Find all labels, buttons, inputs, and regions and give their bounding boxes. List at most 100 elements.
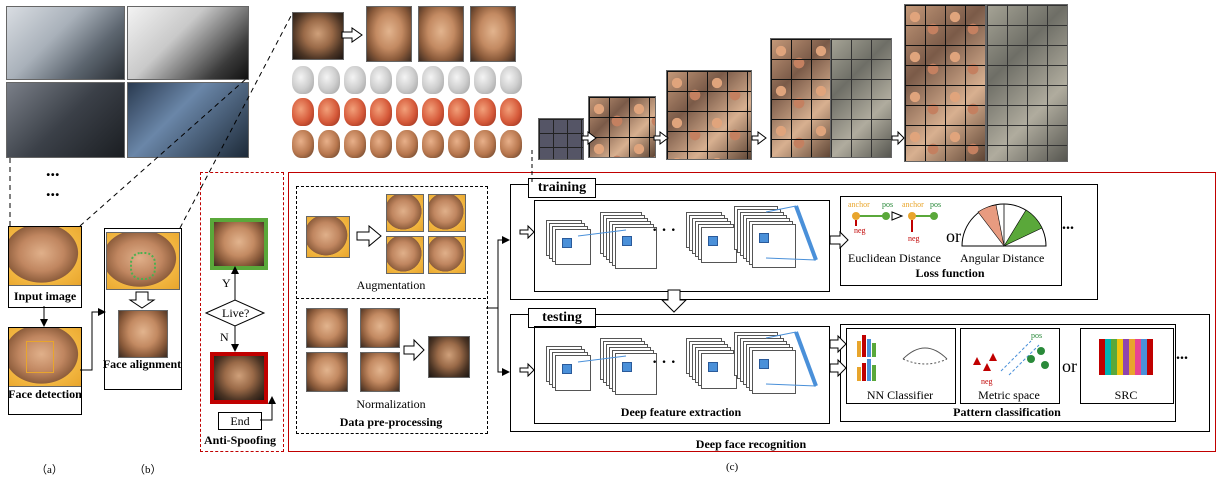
norm-photo-2 <box>360 308 400 348</box>
src-cell <box>1117 363 1123 369</box>
training-frame <box>510 184 1098 300</box>
ellipsis-2: ... <box>46 180 60 200</box>
src-cell <box>1129 351 1135 357</box>
src-cell <box>1099 339 1105 345</box>
face-model-red3d <box>318 98 340 126</box>
src-cell <box>1111 345 1117 351</box>
src-cell <box>1147 357 1153 363</box>
metric-space-panel: pos neg <box>960 328 1060 404</box>
no-label: N <box>220 330 229 344</box>
testing-title: testing <box>528 308 596 328</box>
face-model-red3d <box>370 98 392 126</box>
src-cell <box>1147 351 1153 357</box>
src-cell <box>1147 369 1153 375</box>
src-cell <box>1123 369 1129 375</box>
face-model-gray3d <box>500 66 522 94</box>
face-model-gray3d <box>396 66 418 94</box>
feature-map-1 <box>538 118 584 160</box>
src-cell <box>1099 369 1105 375</box>
face-model-red3d <box>344 98 366 126</box>
training-cnn-dots: · · · <box>652 222 677 239</box>
face-detection-label: Face detection <box>8 387 82 401</box>
anti-spoofing-frame <box>200 172 284 452</box>
cnn-kernel <box>759 359 769 369</box>
feature-map-4a <box>770 38 832 158</box>
panel-b-tag: （b） <box>134 464 162 476</box>
norm-photo-1 <box>306 308 348 348</box>
feature-map-2 <box>588 96 656 158</box>
neg-label-2: neg <box>908 234 920 243</box>
normalization-label: Normalization <box>356 397 426 411</box>
face-model-gray3d <box>448 66 470 94</box>
detection-box <box>26 341 54 373</box>
src-cell <box>1123 345 1129 351</box>
panel-c-tag: (c) <box>726 461 739 473</box>
src-cell <box>1117 357 1123 363</box>
norm-photo-4 <box>360 352 400 392</box>
metric-neg-label: neg <box>981 377 993 386</box>
src-cell <box>1141 363 1147 369</box>
preprocessing-divider <box>296 298 486 299</box>
training-cnn-layers <box>534 200 828 290</box>
src-cell <box>1105 357 1111 363</box>
src-cell <box>1141 339 1147 345</box>
src-cell <box>1123 351 1129 357</box>
testing-cnn-layers <box>534 326 828 406</box>
panel-a-tag: （a） <box>36 464 63 476</box>
landmark-points <box>130 252 156 280</box>
face-model-red3d <box>500 98 522 126</box>
face-model-skin3d <box>292 130 314 158</box>
nn-classifier-panel <box>846 328 956 404</box>
src-cell <box>1117 351 1123 357</box>
src-cell <box>1147 339 1153 345</box>
face-model-skin3d <box>500 130 522 158</box>
src-panel <box>1080 328 1174 404</box>
face-model-skin3d <box>396 130 418 158</box>
metric-space-label: Metric space <box>978 388 1040 402</box>
feature-map-4b <box>830 38 892 158</box>
cnn-layer <box>701 353 737 389</box>
training-ellipsis: ... <box>1062 216 1074 233</box>
face-model-gray3d <box>422 66 444 94</box>
aug-photo-3 <box>386 236 424 274</box>
norm-output-photo <box>428 336 470 378</box>
feature-map-5b <box>986 4 1068 162</box>
anchor-label-2: anchor <box>902 200 924 209</box>
testing-cnn-box <box>534 326 830 424</box>
ellipsis-1: ... <box>46 160 60 180</box>
loss-function-title: Loss function <box>915 266 985 280</box>
face-model-skin3d <box>344 130 366 158</box>
src-cell <box>1105 363 1111 369</box>
src-cell <box>1129 363 1135 369</box>
live-decision-text: Live? <box>222 306 249 320</box>
cnn-kernel <box>622 362 632 372</box>
src-cell <box>1111 369 1117 375</box>
src-cell <box>1129 345 1135 351</box>
src-cell <box>1135 339 1141 345</box>
src-cell <box>1105 339 1111 345</box>
pos-label-1: pos <box>882 200 894 209</box>
data-preprocessing-title: Data pre-processing <box>339 415 443 429</box>
src-cell <box>1123 363 1129 369</box>
src-cell <box>1117 339 1123 345</box>
scene-photo-surveillance <box>6 82 125 158</box>
aligned-face-photo <box>118 310 168 358</box>
src-cell <box>1141 345 1147 351</box>
cnn-kernel <box>562 364 572 374</box>
face-detection-photo <box>8 327 82 387</box>
cnn-kernel <box>759 233 769 243</box>
training-cnn-box <box>534 200 830 292</box>
src-cell <box>1099 345 1105 351</box>
face-model-skin3d <box>422 130 444 158</box>
anchor-label-1: anchor <box>848 200 870 209</box>
src-cell <box>1111 363 1117 369</box>
src-cell <box>1135 345 1141 351</box>
neg-label-1: neg <box>854 226 866 235</box>
cnn-layer <box>615 227 657 269</box>
face-model-skin3d <box>448 130 470 158</box>
src-cell <box>1111 351 1117 357</box>
data-preprocessing-frame <box>296 186 488 434</box>
face-alignment-label: Face alignment <box>102 357 182 371</box>
src-cell <box>1117 345 1123 351</box>
face-model-gray3d <box>474 66 496 94</box>
